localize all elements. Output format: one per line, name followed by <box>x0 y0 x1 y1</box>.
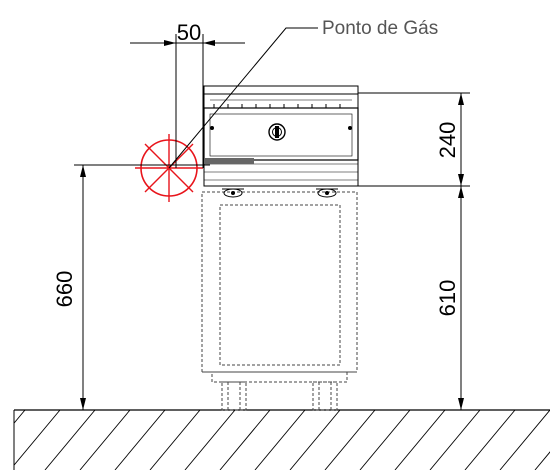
dimension-top-height <box>358 92 470 187</box>
dimension-gas-height <box>74 164 210 410</box>
dimension-gas-offset <box>130 34 245 168</box>
dimension-label-offset: 50 <box>177 20 201 45</box>
foot-right <box>316 188 338 198</box>
gas-point-callout <box>168 27 318 169</box>
foot-left <box>222 188 244 198</box>
stand-leg-right <box>312 381 338 411</box>
appliance-top <box>203 85 359 198</box>
dimension-label-610: 610 <box>435 280 460 317</box>
control-knob <box>268 123 286 141</box>
appliance-stand <box>201 191 358 411</box>
floor <box>13 409 550 470</box>
dimension-stand-height <box>458 186 464 410</box>
dimension-label-660: 660 <box>52 271 77 308</box>
stand-leg-left <box>221 381 247 411</box>
callout-label: Ponto de Gás <box>322 18 438 39</box>
dimension-label-240: 240 <box>435 122 460 159</box>
